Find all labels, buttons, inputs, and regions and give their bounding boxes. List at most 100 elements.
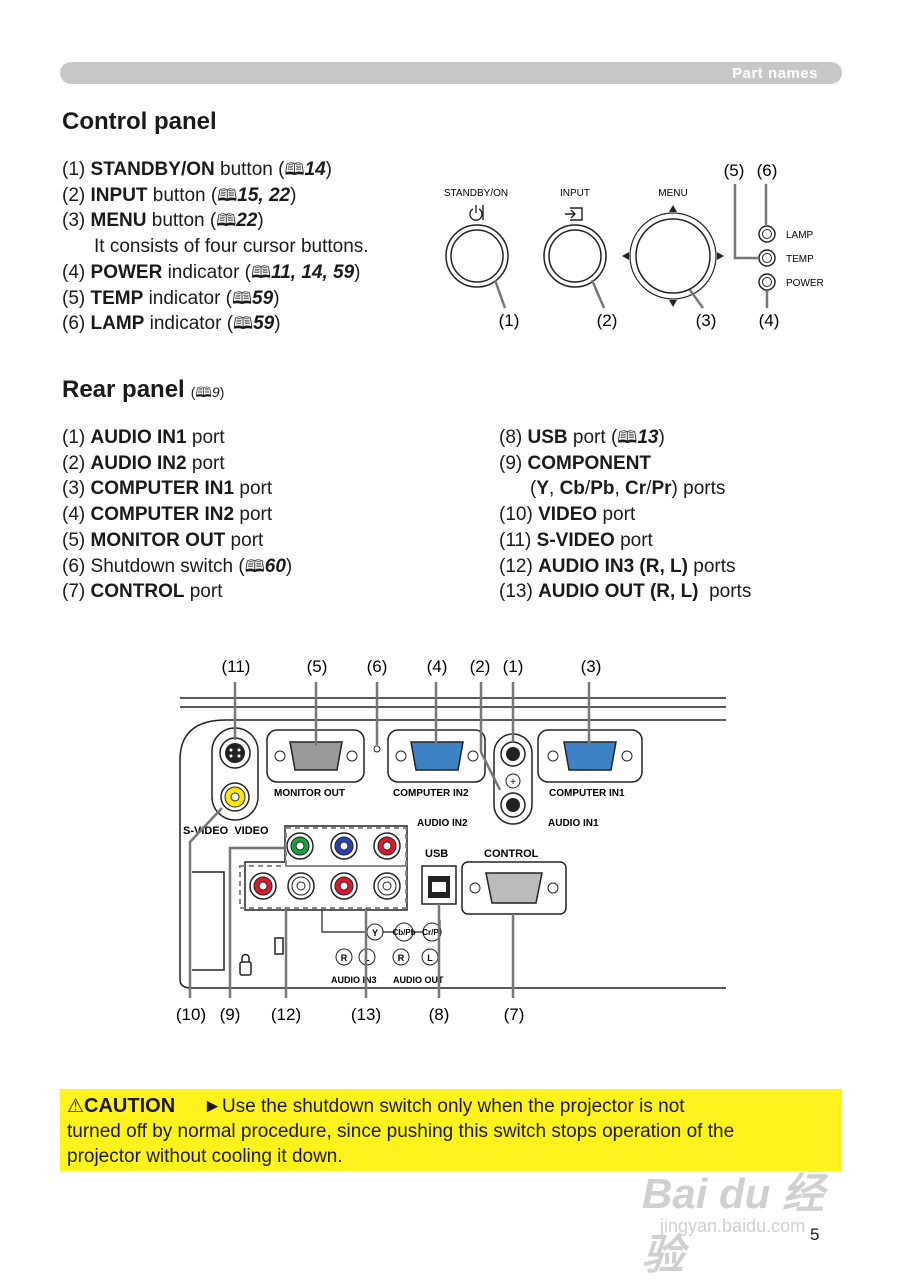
book-icon: 🕮: [284, 160, 305, 179]
component-y-port[interactable]: [286, 832, 314, 860]
audio-out-label: AUDIO OUT: [393, 975, 444, 985]
audio-in3-r-port[interactable]: [249, 872, 277, 900]
left-arrow-icon: [622, 252, 629, 260]
rear-callout-12: (12): [271, 1005, 301, 1024]
standby-label: STANDBY/ON: [444, 188, 508, 199]
page-number: 5: [810, 1225, 820, 1244]
power-symbol-icon: [469, 205, 484, 221]
watermark-url: jingyan.baidu.com: [660, 1216, 806, 1236]
computer-in2-port[interactable]: [395, 741, 479, 771]
shutdown-switch[interactable]: [373, 745, 381, 753]
usb-port[interactable]: [421, 865, 457, 905]
list-item: (1) STANDBY/ON button (🕮14): [62, 157, 369, 183]
rear-callout-13: (13): [351, 1005, 381, 1024]
list-item: (13) AUDIO OUT (R, L) ports: [499, 581, 752, 603]
page-ref-link[interactable]: 11, 14, 59: [271, 261, 355, 283]
audio-in2-port[interactable]: [500, 792, 526, 818]
book-icon: 🕮: [244, 556, 265, 576]
page-ref-link[interactable]: 22: [236, 210, 258, 232]
audio-in3-out-group: [239, 865, 407, 909]
rear-callout-1: (1): [503, 657, 524, 676]
svideo-port[interactable]: [219, 737, 251, 769]
warning-icon: ⚠: [67, 1096, 85, 1117]
section-header-bar: Part names: [60, 62, 842, 84]
book-icon: 🕮: [617, 428, 638, 447]
audio-out-l-port[interactable]: [373, 872, 401, 900]
temp-indicator: [758, 249, 776, 267]
watermark: Bai du 经验 jingyan.baidu.com: [640, 1140, 850, 1278]
section-header-title: Part names: [732, 65, 818, 82]
audio-out-l-label: L: [427, 953, 433, 963]
page-ref-link[interactable]: 14: [304, 159, 326, 180]
lamp-indicator: [758, 225, 776, 243]
page-ref-link[interactable]: 13: [637, 427, 659, 448]
audio-in3-r-label: R: [341, 953, 348, 963]
temp-label: TEMP: [786, 254, 814, 265]
page-ref-link[interactable]: 59: [252, 287, 274, 309]
component-cbpb-label: Cb/Pb: [392, 928, 415, 937]
list-item: (6) LAMP indicator (🕮59): [62, 311, 369, 337]
list-item: (10) VIDEO port: [499, 504, 636, 526]
computer-in1-port[interactable]: [547, 741, 633, 771]
caution-line-2: turned off by normal procedure, since pu…: [67, 1121, 735, 1142]
book-icon: 🕮: [195, 384, 212, 400]
page-ref-link[interactable]: 60: [264, 555, 286, 577]
list-item: (1) AUDIO IN1 port: [62, 427, 225, 448]
rear-callout-6: (6): [367, 657, 388, 676]
rear-callout-4: (4): [427, 657, 448, 676]
list-item: (4) POWER indicator (🕮11, 14, 59): [62, 260, 369, 286]
menu-button[interactable]: [622, 205, 724, 307]
audio-plus-icon: [505, 773, 521, 789]
component-crpr-port[interactable]: [373, 832, 401, 860]
page-ref-link[interactable]: 59: [253, 313, 275, 335]
page-ref-link[interactable]: 15, 22: [237, 184, 291, 206]
monitor-out-port[interactable]: [274, 741, 358, 771]
list-item: (4) COMPUTER IN2 port: [62, 504, 273, 526]
control-port[interactable]: [469, 872, 559, 904]
list-item: (3) COMPUTER IN1 port: [62, 478, 273, 500]
standby-button[interactable]: [445, 224, 509, 288]
audio-in3-l-port[interactable]: [287, 872, 315, 900]
component-detail: (Y, Cb/Pb, Cr/Pr) ports: [530, 478, 726, 500]
list-item: (6) Shutdown switch (🕮60): [62, 554, 292, 580]
caution-box: ⚠CAUTION►Use the shutdown switch only wh…: [60, 1089, 842, 1171]
callout-2: (2): [597, 311, 618, 330]
caution-line-1: ►Use the shutdown switch only when the p…: [203, 1096, 685, 1117]
component-crpr-label: Cr/Pr: [422, 928, 442, 937]
audio-in1-port[interactable]: [500, 741, 526, 767]
audio-in3-label: AUDIO IN3: [331, 975, 377, 985]
projector-rear-outline: [179, 697, 726, 989]
rear-callout-2: (2): [470, 657, 491, 676]
audio-out-r-label: R: [398, 953, 405, 963]
rear-callout-10: (10): [176, 1005, 206, 1024]
list-item: (5) MONITOR OUT port: [62, 529, 264, 551]
input-button[interactable]: [543, 224, 607, 288]
kensington-lock-icon: [239, 953, 252, 976]
input-label: INPUT: [560, 188, 590, 199]
video-port[interactable]: [220, 782, 250, 812]
control-label: CONTROL: [484, 848, 539, 860]
component-y-label: Y: [372, 928, 378, 938]
list-item: (2) AUDIO IN2 port: [62, 452, 225, 474]
audio-out-r-port[interactable]: [330, 872, 358, 900]
up-arrow-icon: [669, 205, 677, 212]
page-ref-link[interactable]: 9: [211, 384, 220, 400]
menu-note: It consists of four cursor buttons.: [94, 236, 369, 258]
callout-6: (6): [757, 161, 778, 180]
book-icon: 🕮: [217, 185, 238, 205]
power-indicator: [758, 273, 776, 291]
down-arrow-icon: [669, 300, 677, 307]
leader-lines: [493, 184, 769, 309]
callout-5: (5): [724, 161, 745, 180]
rear-callout-8: (8): [429, 1005, 450, 1024]
usb-label: USB: [425, 848, 448, 860]
control-panel-diagram: STANDBY/ON INPUT MENU LAMP TEMP POWER: [444, 161, 824, 330]
book-icon: 🕮: [232, 288, 253, 308]
caution-line-3: projector without cooling it down.: [67, 1146, 343, 1167]
list-item: (3) MENU button (🕮22): [62, 208, 369, 234]
rear-callout-7: (7): [504, 1005, 525, 1024]
rear-callout-11: (11): [222, 657, 251, 676]
component-cbpb-port[interactable]: [330, 832, 358, 860]
rear-callout-9: (9): [220, 1005, 241, 1024]
list-item: (7) CONTROL port: [62, 581, 223, 603]
